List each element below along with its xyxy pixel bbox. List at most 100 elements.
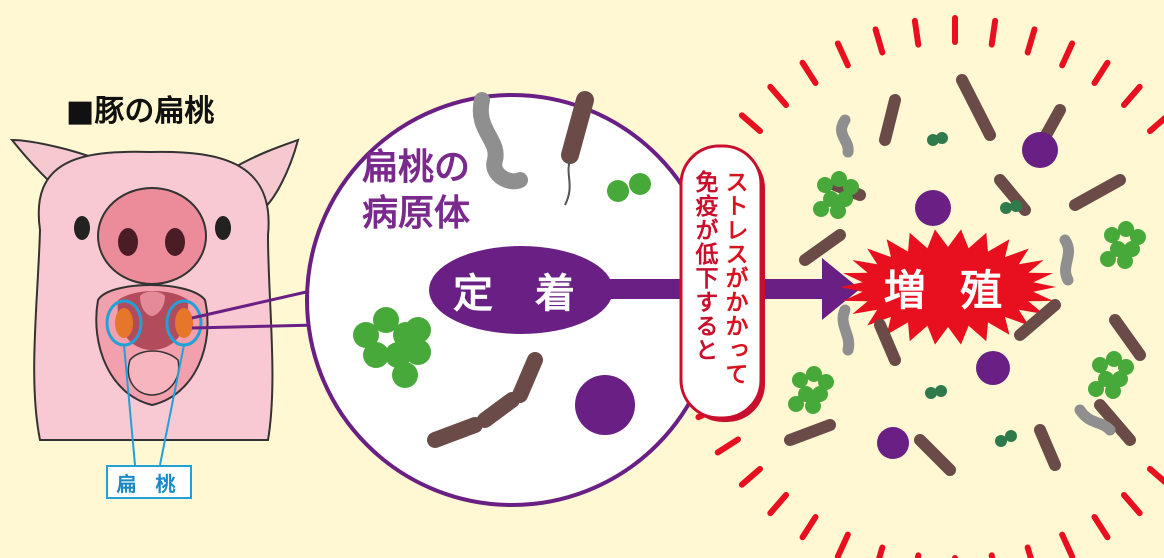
pig-left-eye <box>74 216 90 240</box>
green-coccus <box>936 132 948 144</box>
burst-dash <box>1120 491 1143 517</box>
green-cluster-cell <box>1118 221 1134 237</box>
teichaku-ellipse <box>429 246 613 334</box>
burst-dash <box>799 59 819 86</box>
burst-dash <box>714 436 741 456</box>
tonsil-label: 扁 桃 <box>106 465 192 499</box>
burst-dash <box>767 491 790 517</box>
burst-dash <box>876 544 886 558</box>
burst-dash <box>799 514 819 541</box>
green-cluster-cell <box>831 171 847 187</box>
burst-dash <box>738 465 764 488</box>
brown-rod-bacterium <box>561 91 594 164</box>
tonsil-right <box>175 308 193 338</box>
green-coccus <box>607 180 629 202</box>
green-cluster-cell <box>843 179 859 195</box>
green-cluster-cell <box>1088 381 1104 397</box>
pig-right-ear <box>228 138 300 212</box>
brown-rod-bacterium <box>1069 174 1126 211</box>
green-cluster-cell <box>798 386 814 402</box>
brown-rod-bacterium <box>956 74 996 141</box>
green-cluster-cell <box>813 201 829 217</box>
pig-uvula <box>140 291 165 316</box>
purple-virus <box>877 427 909 459</box>
purple-virus <box>976 351 1010 385</box>
purple-virus <box>575 375 635 435</box>
green-cluster-cell <box>812 386 828 402</box>
brown-rod-bacterium <box>1034 424 1061 471</box>
burst-dash <box>1120 83 1143 109</box>
burst-dash <box>1059 40 1076 69</box>
green-cluster-cell <box>1092 357 1108 373</box>
condition-label: ストレスがかかって 免疫が低下すると <box>681 146 761 420</box>
brown-rod-bacterium <box>914 434 956 476</box>
burst-dash <box>1146 114 1164 135</box>
brown-rod-bacterium <box>879 94 901 146</box>
burst-dash <box>1024 544 1034 558</box>
gray-bacterium <box>836 114 854 158</box>
stage1-label: 定 着 <box>453 271 589 317</box>
brown-rod-bacterium <box>784 419 836 446</box>
purple-virus <box>915 190 951 226</box>
gray-bacterium <box>1059 234 1075 286</box>
zoushoku-starburst <box>840 229 1056 345</box>
pig-right-eye <box>215 216 231 240</box>
tonsil-leader-left <box>123 344 136 466</box>
green-cluster-cell <box>1100 251 1116 267</box>
green-coccus <box>1000 202 1012 214</box>
burst-dash <box>834 531 851 558</box>
burst-dash <box>1091 59 1111 86</box>
brown-rod-bacterium <box>1094 399 1136 446</box>
green-cluster-cell <box>1130 229 1146 245</box>
tonsil-leader-right <box>159 344 185 466</box>
pathogen-label-line1: 扁桃の <box>362 147 471 188</box>
green-coccus <box>927 134 939 146</box>
burst-dash <box>767 83 790 109</box>
green-cluster-cell <box>1104 227 1120 243</box>
green-cluster-cell <box>837 191 853 207</box>
green-cluster-cell <box>1118 359 1134 375</box>
pig-nostril-left <box>118 228 138 256</box>
pathogen-label: 扁桃の 病原体 <box>362 145 492 237</box>
burst-dash <box>738 112 764 135</box>
gray-bacterium <box>837 304 855 356</box>
green-cluster-cell <box>818 374 834 390</box>
burst-dash <box>911 17 922 48</box>
burst-dash <box>872 26 886 56</box>
brown-rod-bacterium <box>1109 314 1146 361</box>
green-cluster-cell <box>1117 253 1133 269</box>
brown-rod-bacterium <box>1014 299 1061 341</box>
green-cluster-cell <box>805 398 821 414</box>
burst-dash <box>1091 514 1111 541</box>
burst-dash <box>834 40 851 69</box>
circle-pathogens <box>353 91 651 448</box>
burst-dash <box>988 17 999 48</box>
green-cluster-cell <box>1110 241 1126 257</box>
green-cluster-cell <box>1105 383 1121 399</box>
green-cluster-cell <box>792 372 808 388</box>
green-coccus <box>629 173 651 195</box>
stage2-label: 増 殖 <box>883 265 1013 315</box>
zoom-line-top <box>191 288 316 320</box>
gray-bacterium <box>472 92 528 190</box>
green-cluster-cell <box>788 396 804 412</box>
green-coccus <box>925 387 937 399</box>
green-coccus <box>935 385 947 397</box>
burst-pathogens <box>784 74 1146 476</box>
pig-tongue <box>127 350 180 396</box>
green-coccus <box>1010 200 1022 212</box>
brown-rod-bacterium <box>427 352 543 448</box>
purple-virus <box>1022 132 1058 168</box>
pig-nostril-right <box>165 228 185 256</box>
pathogen-label-line2: 病原体 <box>362 193 471 234</box>
condition-line2: 免疫が低下すると <box>691 170 717 362</box>
burst-dash <box>1146 465 1164 486</box>
tonsil-left <box>115 308 133 338</box>
green-cluster-cell <box>817 177 833 193</box>
green-cluster <box>353 307 431 388</box>
green-cluster-cell <box>823 191 839 207</box>
zoom-line-bottom <box>191 323 319 330</box>
green-cluster-cell <box>1098 371 1114 387</box>
